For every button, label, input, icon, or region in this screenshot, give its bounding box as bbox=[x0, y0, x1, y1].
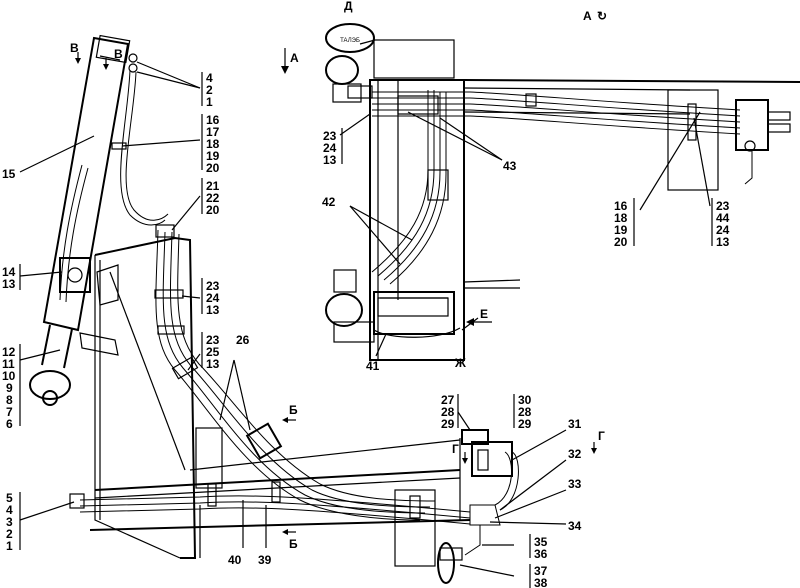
stack-label: 27 bbox=[441, 393, 455, 407]
stack-label: 30 bbox=[518, 393, 532, 407]
stack-label: 3 bbox=[6, 515, 13, 529]
stack-label: 24 bbox=[323, 141, 337, 155]
callout-42: 42 bbox=[322, 195, 336, 209]
callout-31: 31 bbox=[568, 417, 582, 431]
stack-label: 16 bbox=[206, 113, 220, 127]
stack-label: 11 bbox=[2, 357, 15, 371]
stack-label: 21 bbox=[206, 179, 220, 193]
view-labels: А ↻ Д Е Ж А Б Б В В Г Г bbox=[70, 0, 607, 551]
callout-41: 41 bbox=[366, 359, 380, 373]
view-zh-label: Ж bbox=[454, 356, 466, 370]
bottom-frame bbox=[89, 427, 471, 567]
callout-stacks: 4 2 1 16 17 18 19 20 21 22 20 14 13 23 2… bbox=[2, 71, 730, 588]
callout-labels: 15 26 39 40 41 42 43 31 32 33 34 bbox=[2, 159, 582, 567]
stack-label: 8 bbox=[6, 393, 13, 407]
stack-label: 2 bbox=[206, 83, 213, 97]
stack-label: 23 bbox=[206, 333, 220, 347]
stack-label: 23 bbox=[323, 129, 337, 143]
stack-label: 13 bbox=[323, 153, 337, 167]
stack-label: 28 bbox=[441, 405, 455, 419]
view-v-label-1: В bbox=[70, 41, 79, 55]
stack-label: 18 bbox=[614, 211, 628, 225]
view-a-arrow-label: А bbox=[290, 51, 299, 65]
callout-39: 39 bbox=[258, 553, 272, 567]
stack-label: 37 bbox=[534, 564, 548, 578]
rotation-icon: ↻ bbox=[597, 9, 607, 23]
view-a-assembly: ТАЛЭБ bbox=[325, 23, 800, 361]
view-g-label-1: Г bbox=[598, 429, 605, 443]
section-b-top-label: Б bbox=[289, 403, 298, 417]
stack-label: 14 bbox=[2, 265, 16, 279]
callout-40: 40 bbox=[228, 553, 242, 567]
callout-43: 43 bbox=[503, 159, 517, 173]
stack-label: 17 bbox=[206, 125, 220, 139]
stack-label: 6 bbox=[6, 417, 13, 431]
stack-label: 36 bbox=[534, 547, 548, 561]
filter-canister bbox=[437, 542, 455, 584]
stack-label: 29 bbox=[518, 417, 532, 431]
callout-15: 15 bbox=[2, 167, 16, 181]
stack-label: 9 bbox=[6, 381, 13, 395]
reel-badge: ТАЛЭБ bbox=[340, 38, 360, 44]
valve-block bbox=[59, 257, 91, 293]
stack-label: 7 bbox=[6, 405, 13, 419]
stack-label: 20 bbox=[206, 203, 220, 217]
stack-label: 38 bbox=[534, 576, 548, 588]
view-a-valve bbox=[735, 99, 769, 151]
view-v-label-2: В bbox=[114, 47, 123, 61]
stack-label: 10 bbox=[2, 369, 16, 383]
stack-label: 1 bbox=[6, 539, 13, 553]
view-g-label-2: Г bbox=[452, 442, 459, 456]
stack-label: 29 bbox=[441, 417, 455, 431]
stack-label: 18 bbox=[206, 137, 220, 151]
section-b-bottom-label: Б bbox=[289, 537, 298, 551]
left-cylinder-assembly bbox=[29, 34, 169, 406]
stack-label: 4 bbox=[206, 71, 213, 85]
stack-label: 16 bbox=[614, 199, 628, 213]
stack-label: 23 bbox=[716, 199, 730, 213]
callout-34: 34 bbox=[568, 519, 582, 533]
view-a-title: А bbox=[583, 9, 592, 23]
stack-label: 19 bbox=[614, 223, 628, 237]
stack-label: 13 bbox=[2, 277, 16, 291]
hydraulic-cylinder bbox=[42, 36, 130, 332]
view-a-frame bbox=[369, 79, 465, 361]
vertical-hose-bundle bbox=[154, 224, 436, 521]
stack-label: 28 bbox=[518, 405, 532, 419]
stack-label: 24 bbox=[206, 291, 220, 305]
stack-label: 2 bbox=[6, 527, 13, 541]
stack-label: 1 bbox=[206, 95, 213, 109]
stack-label: 5 bbox=[6, 491, 13, 505]
cylinder-eye-joint bbox=[29, 370, 71, 400]
stack-label: 13 bbox=[716, 235, 730, 249]
stack-label: 23 bbox=[206, 279, 220, 293]
horizontal-hoses bbox=[69, 481, 471, 525]
callout-26: 26 bbox=[236, 333, 250, 347]
callout-32: 32 bbox=[568, 447, 582, 461]
stack-label: 20 bbox=[614, 235, 628, 249]
cable-reel bbox=[325, 23, 375, 53]
stack-label: 20 bbox=[206, 161, 220, 175]
leader-lines bbox=[19, 61, 711, 577]
stack-label: 13 bbox=[206, 357, 220, 371]
stack-label: 44 bbox=[716, 211, 730, 225]
hose-clamp bbox=[245, 422, 283, 460]
frame-plate bbox=[94, 236, 197, 559]
stack-label: 25 bbox=[206, 345, 220, 359]
distributor-valve bbox=[471, 441, 513, 477]
stack-label: 12 bbox=[2, 345, 16, 359]
stack-label: 4 bbox=[6, 503, 13, 517]
view-d-label: Д bbox=[344, 0, 353, 13]
callout-33: 33 bbox=[568, 477, 582, 491]
lower-right-valve bbox=[437, 429, 519, 584]
stack-label: 13 bbox=[206, 303, 220, 317]
stack-label: 24 bbox=[716, 223, 730, 237]
direction-arrows bbox=[75, 48, 597, 535]
stack-label: 19 bbox=[206, 149, 220, 163]
view-e-label: Е bbox=[480, 307, 488, 321]
stack-label: 35 bbox=[534, 535, 548, 549]
stack-label: 22 bbox=[206, 191, 220, 205]
